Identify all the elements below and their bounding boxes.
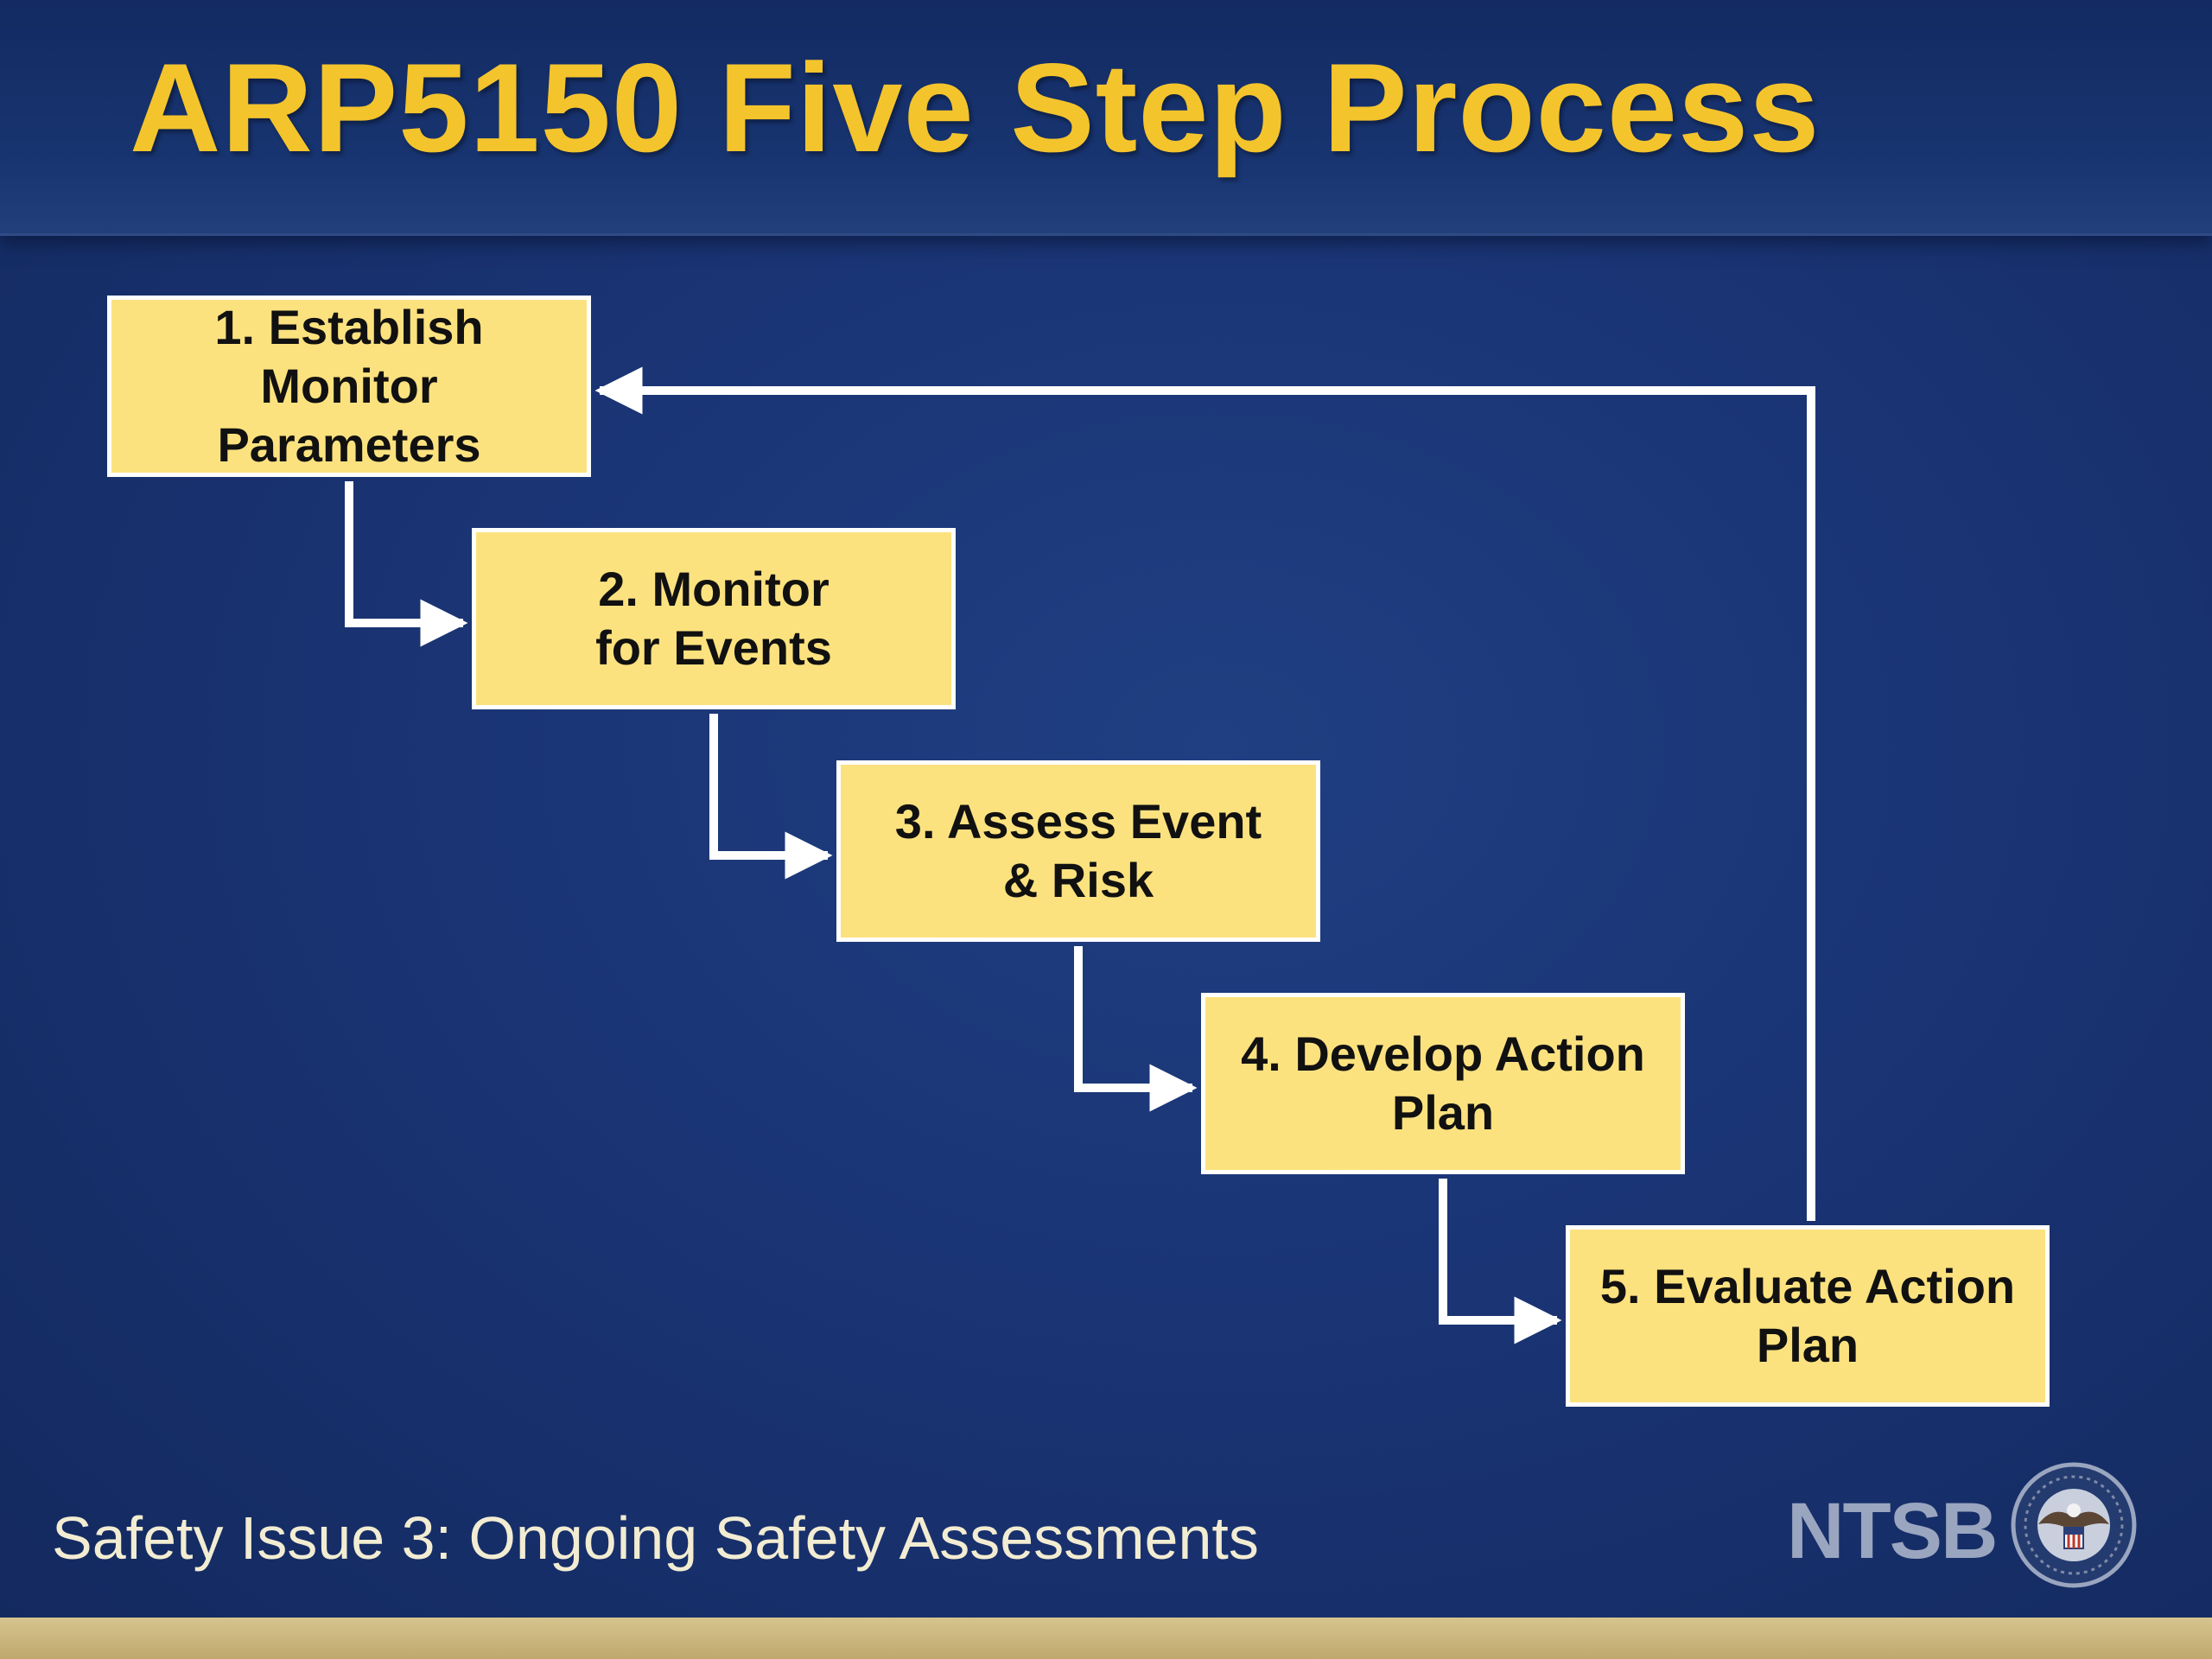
step-monitor-for-events: 2. Monitor for Events (472, 528, 956, 709)
ntsb-seal-icon (2011, 1462, 2137, 1588)
step-develop-action-plan: 4. Develop Action Plan (1201, 993, 1685, 1174)
footer-text: Safety Issue 3: Ongoing Safety Assessmen… (52, 1504, 1259, 1572)
bottom-strip (0, 1618, 2212, 1659)
ntsb-logo-text: NTSB (1787, 1487, 1998, 1575)
step-label: 3. Assess Event & Risk (894, 794, 1262, 907)
step-label: 4. Develop Action Plan (1241, 1027, 1645, 1140)
step-establish-monitor-parameters: 1. Establish Monitor Parameters (107, 296, 591, 477)
connector-1-to-2 (345, 481, 468, 647)
connector-4-to-5 (1439, 1179, 1562, 1344)
feedback-connector-5-to-1 (594, 366, 1815, 1221)
step-label: 2. Monitor for Events (595, 562, 832, 675)
step-assess-event-risk: 3. Assess Event & Risk (836, 760, 1320, 942)
step-label: 5. Evaluate Action Plan (1599, 1259, 2016, 1372)
step-evaluate-action-plan: 5. Evaluate Action Plan (1566, 1225, 2050, 1407)
title-band (0, 0, 2212, 236)
step-label: 1. Establish Monitor Parameters (214, 300, 484, 472)
connector-2-to-3 (709, 714, 833, 880)
slide-title: ARP5150 Five Step Process (130, 37, 1821, 178)
connector-3-to-4 (1074, 946, 1198, 1112)
